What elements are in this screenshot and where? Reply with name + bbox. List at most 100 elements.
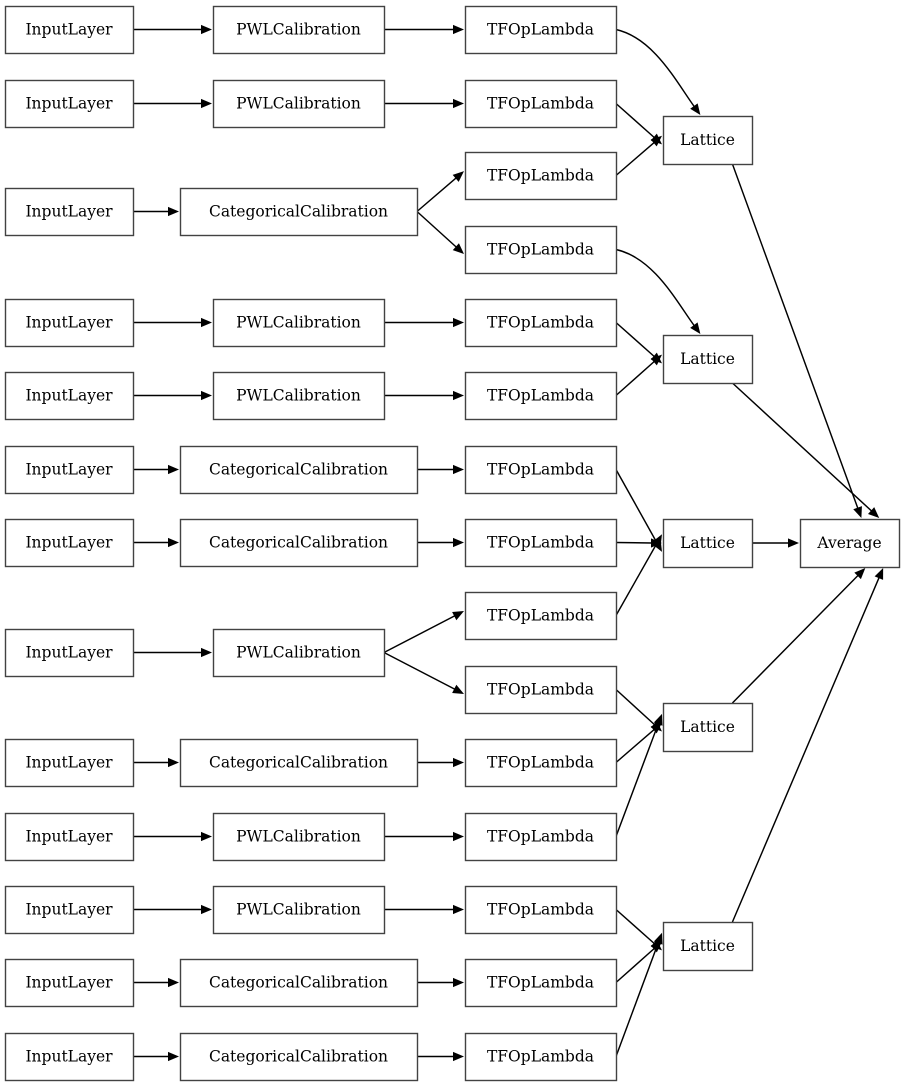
node-lattice-lat3[interactable]: Lattice [662,518,754,569]
node-box[interactable] [464,5,618,55]
node-box[interactable] [464,738,618,788]
node-input-in8[interactable]: InputLayer [4,628,135,678]
node-box[interactable] [464,371,618,421]
node-pwl-cal5[interactable]: PWLCalibration [212,371,386,421]
node-box[interactable] [212,371,386,421]
node-box[interactable] [212,628,386,678]
node-box[interactable] [662,518,754,569]
node-box[interactable] [464,812,618,862]
node-tfop-op3[interactable]: TFOpLambda [464,151,618,201]
node-box[interactable] [464,885,618,935]
node-input-in1[interactable]: InputLayer [4,5,135,55]
node-average-avg[interactable]: Average [799,518,901,569]
node-tfop-op13[interactable]: TFOpLambda [464,885,618,935]
edge-op12-to-lat4 [615,713,663,837]
node-box[interactable] [4,445,135,495]
node-box[interactable] [464,665,618,715]
node-box[interactable] [4,5,135,55]
node-input-in11[interactable]: InputLayer [4,885,135,935]
node-pwl-cal1[interactable]: PWLCalibration [212,5,386,55]
node-box[interactable] [179,518,419,568]
node-box[interactable] [212,5,386,55]
node-tfop-op14[interactable]: TFOpLambda [464,958,618,1008]
node-box[interactable] [662,702,754,753]
node-box[interactable] [4,738,135,788]
arrowhead-icon [452,243,464,255]
node-box[interactable] [4,298,135,348]
node-box[interactable] [464,958,618,1008]
node-tfop-op6[interactable]: TFOpLambda [464,371,618,421]
node-input-in3[interactable]: InputLayer [4,187,135,237]
node-box[interactable] [662,334,754,385]
node-box[interactable] [799,518,901,569]
node-box[interactable] [179,1032,419,1082]
node-box[interactable] [464,445,618,495]
node-tfop-op7[interactable]: TFOpLambda [464,445,618,495]
node-box[interactable] [464,151,618,201]
node-tfop-op8[interactable]: TFOpLambda [464,518,618,568]
node-box[interactable] [662,921,754,972]
node-input-in7[interactable]: InputLayer [4,518,135,568]
node-tfop-op15[interactable]: TFOpLambda [464,1032,618,1082]
node-box[interactable] [179,738,419,788]
arrowhead-icon [854,568,866,580]
node-categorical-cal7[interactable]: CategoricalCalibration [179,518,419,568]
arrowhead-icon [690,322,701,334]
node-box[interactable] [464,1032,618,1082]
node-input-in5[interactable]: InputLayer [4,371,135,421]
node-box[interactable] [464,591,618,641]
node-pwl-cal10[interactable]: PWLCalibration [212,812,386,862]
node-input-in6[interactable]: InputLayer [4,445,135,495]
node-box[interactable] [4,628,135,678]
node-box[interactable] [4,371,135,421]
arrowhead-icon [453,98,464,109]
node-box[interactable] [212,79,386,129]
node-pwl-cal2[interactable]: PWLCalibration [212,79,386,129]
node-tfop-op10[interactable]: TFOpLambda [464,665,618,715]
node-tfop-op11[interactable]: TFOpLambda [464,738,618,788]
node-box[interactable] [464,225,618,275]
node-box[interactable] [212,812,386,862]
node-box[interactable] [4,79,135,129]
node-box[interactable] [4,885,135,935]
node-box[interactable] [179,958,419,1008]
node-tfop-op2[interactable]: TFOpLambda [464,79,618,129]
node-lattice-lat5[interactable]: Lattice [662,921,754,972]
node-box[interactable] [4,958,135,1008]
node-tfop-op9[interactable]: TFOpLambda [464,591,618,641]
node-categorical-cal9[interactable]: CategoricalCalibration [179,738,419,788]
node-box[interactable] [179,187,419,237]
node-lattice-lat1[interactable]: Lattice [662,115,754,166]
node-categorical-cal12[interactable]: CategoricalCalibration [179,958,419,1008]
node-categorical-cal13[interactable]: CategoricalCalibration [179,1032,419,1082]
node-tfop-op1[interactable]: TFOpLambda [464,5,618,55]
node-input-in13[interactable]: InputLayer [4,1032,135,1082]
node-input-in12[interactable]: InputLayer [4,958,135,1008]
node-pwl-cal8[interactable]: PWLCalibration [212,628,386,678]
node-box[interactable] [464,298,618,348]
node-tfop-op12[interactable]: TFOpLambda [464,812,618,862]
node-input-in10[interactable]: InputLayer [4,812,135,862]
node-box[interactable] [179,445,419,495]
node-categorical-cal3[interactable]: CategoricalCalibration [179,187,419,237]
node-box[interactable] [4,812,135,862]
node-pwl-cal11[interactable]: PWLCalibration [212,885,386,935]
node-categorical-cal6[interactable]: CategoricalCalibration [179,445,419,495]
node-box[interactable] [212,298,386,348]
node-input-in4[interactable]: InputLayer [4,298,135,348]
node-box[interactable] [464,518,618,568]
node-input-in2[interactable]: InputLayer [4,79,135,129]
node-box[interactable] [464,79,618,129]
node-tfop-op5[interactable]: TFOpLambda [464,298,618,348]
node-box[interactable] [4,187,135,237]
node-tfop-op4[interactable]: TFOpLambda [464,225,618,275]
node-box[interactable] [4,1032,135,1082]
node-box[interactable] [4,518,135,568]
node-lattice-lat4[interactable]: Lattice [662,702,754,753]
node-box[interactable] [212,885,386,935]
node-pwl-cal4[interactable]: PWLCalibration [212,298,386,348]
node-box[interactable] [662,115,754,166]
node-lattice-lat2[interactable]: Lattice [662,334,754,385]
node-input-in9[interactable]: InputLayer [4,738,135,788]
